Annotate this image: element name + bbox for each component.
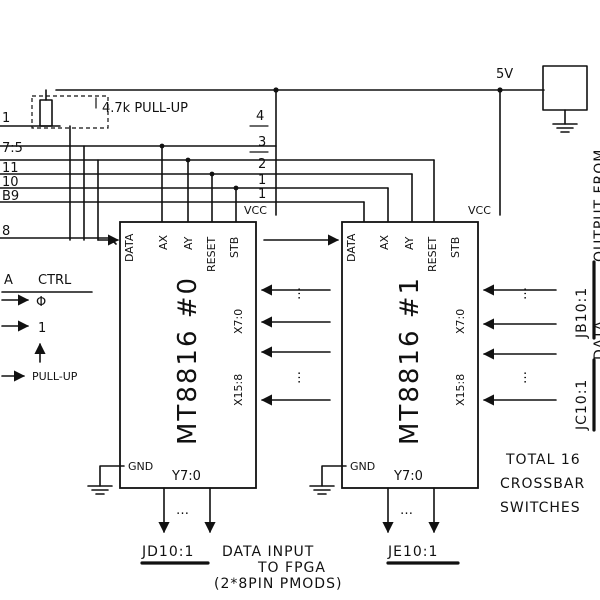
chip0-x-ellipsis-2: … <box>289 371 304 384</box>
chip1-pin-x-hi: X15:8 <box>454 374 467 406</box>
chip1-pin-stb: STB <box>449 237 462 258</box>
left-legend: A CTRL Φ 1 PULL-UP <box>1 273 93 383</box>
right-note-line3: SWITCHES <box>500 500 581 516</box>
chip1-pin-vcc: VCC <box>468 204 491 217</box>
signal-label-2: 7:5 <box>2 141 23 156</box>
pullup-resistor-network: 4.7k PULL-UP <box>31 89 188 129</box>
bus-number-2: 3 <box>258 135 266 150</box>
data-input-label: DATA INPUT <box>222 544 314 560</box>
signal-label-3: 11 <box>2 161 19 176</box>
right-port-labels: JB10:1 OUTPUT FROM JC10:1 DATA <box>574 149 600 432</box>
to-fpga-label: TO FPGA <box>257 560 326 576</box>
jc-connector-label: JC10:1 <box>574 379 590 431</box>
right-note: TOTAL 16 CROSSBAR SWITCHES <box>500 452 585 516</box>
jb-connector-label: JB10:1 <box>574 287 590 339</box>
chip0-pin-stb: STB <box>228 237 241 258</box>
chip1-y-ellipsis: … <box>400 503 413 518</box>
chip1-pin-y: Y7:0 <box>393 469 423 484</box>
pullup-label: 4.7k PULL-UP <box>102 101 188 116</box>
chip1-ground <box>309 465 347 495</box>
chip1-pin-gnd: GND <box>350 460 375 473</box>
chip0-pin-data: DATA <box>123 233 136 262</box>
chip1-pin-data: DATA <box>345 233 358 262</box>
chip0-x-ellipsis-1: … <box>289 287 304 300</box>
bus-number-3: 2 <box>258 157 266 172</box>
chip0-pin-x-lo: X7:0 <box>232 309 245 334</box>
signal-label-4: 10 <box>2 175 19 190</box>
chip1-pin-ay: AY <box>403 236 416 250</box>
legend-ctrl-header: CTRL <box>38 273 72 288</box>
right-note-line2: CROSSBAR <box>500 476 585 492</box>
chip0-y-outputs: … <box>158 487 216 534</box>
left-signal-labels: 1 7:5 11 10 B9 8 <box>2 111 23 239</box>
power-supply-block <box>542 65 588 133</box>
chip1-x-inputs: … … <box>482 284 557 406</box>
chip1-x-ellipsis-2: … <box>515 371 530 384</box>
chip0-pin-ay: AY <box>182 236 195 250</box>
je-connector-label: JE10:1 <box>387 544 438 560</box>
legend-row1-value: Φ <box>36 295 46 310</box>
signal-label-5: B9 <box>2 189 19 204</box>
chip0-pin-y: Y7:0 <box>171 469 201 484</box>
supply-rail: 5V <box>55 67 545 216</box>
signal-label-6: 8 <box>2 224 10 239</box>
chip0-y-ellipsis: … <box>176 503 189 518</box>
chip1-pin-x-lo: X7:0 <box>454 309 467 334</box>
control-bus <box>0 125 435 246</box>
jd-connector-label: JD10:1 <box>141 544 194 560</box>
supply-voltage-label: 5V <box>496 67 513 82</box>
chip0-x-inputs: … … <box>260 284 331 406</box>
chip1-title: MT8816 #1 <box>395 276 425 445</box>
bus-number-5: 1 <box>258 187 266 202</box>
chip0-pin-reset: RESET <box>205 236 218 272</box>
chip0-pin-vcc: VCC <box>244 204 267 217</box>
legend-row3-value: PULL-UP <box>32 370 78 383</box>
legend-data-header: A <box>4 273 13 288</box>
bottom-labels: JD10:1 JE10:1 DATA INPUT TO FPGA (2*8PIN… <box>140 544 460 592</box>
chip1-y-outputs: … <box>382 487 440 534</box>
chip0-pin-gnd: GND <box>128 460 153 473</box>
chip0-pin-ax: AX <box>157 234 170 250</box>
chip0-ground <box>87 465 125 495</box>
chip-mt8816-0: DATA AX AY RESET STB VCC GND X7:0 X15:8 … <box>119 204 267 489</box>
right-note-line1: TOTAL 16 <box>505 452 581 468</box>
chip1-pin-ax: AX <box>378 234 391 250</box>
bus-numbers: 4 3 2 1 1 <box>249 109 269 202</box>
chip-mt8816-1: DATA AX AY RESET STB VCC GND X7:0 X15:8 … <box>341 204 491 489</box>
chip1-pin-reset: RESET <box>426 236 439 272</box>
legend-row2-value: 1 <box>38 321 46 336</box>
bus-number-4: 1 <box>258 173 266 188</box>
jb-note: OUTPUT FROM <box>592 149 600 262</box>
signal-label-1: 1 <box>2 111 10 126</box>
chip0-title: MT8816 #0 <box>173 276 203 445</box>
jc-note: DATA <box>592 320 600 360</box>
chip0-pin-x-hi: X15:8 <box>232 374 245 406</box>
chip1-x-ellipsis-1: … <box>515 287 530 300</box>
pmods-label: (2*8PIN PMODS) <box>214 576 342 592</box>
bus-number-1: 4 <box>256 109 264 124</box>
